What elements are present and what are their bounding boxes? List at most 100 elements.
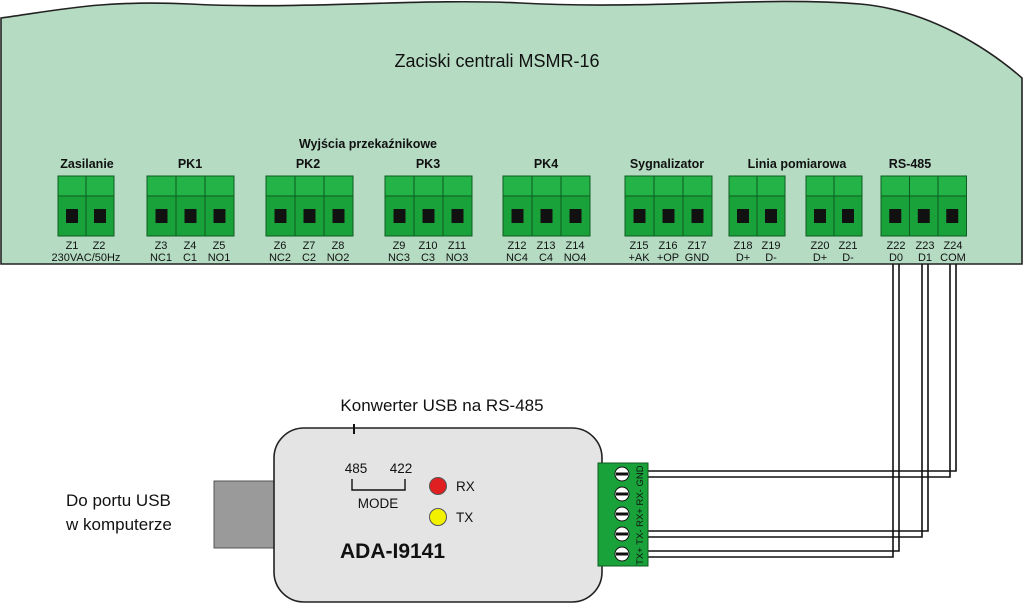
screw-hole-icon (184, 209, 197, 223)
terminal-slot-top (682, 175, 713, 197)
terminal-sig-nc2: NC2 (269, 252, 291, 264)
terminal-num-z6: Z6 (274, 240, 287, 252)
rs485-wires (648, 264, 957, 558)
terminal-slot-top (756, 175, 786, 197)
screw-hole-icon (814, 209, 826, 223)
terminal-labels: Z1 Z2 230VAC/50Hz Z3 Z4 Z5 NC1 C1 NO1 Z6… (52, 240, 966, 264)
screw-hole-icon (917, 209, 930, 223)
converter-caption: Konwerter USB na RS-485 (340, 396, 543, 415)
screw-hole-icon (569, 209, 582, 223)
screw-hole-icon (422, 209, 435, 223)
terminal-slot-top (624, 175, 655, 197)
terminal-block-sygnalizator (624, 175, 713, 237)
terminal-sig-c4: C4 (539, 252, 553, 264)
screw-hole-icon (633, 209, 646, 223)
terminal-num-z16: Z16 (659, 240, 678, 252)
terminal-sig-c2: C2 (302, 252, 316, 264)
mode-switch: 485 422 MODE (345, 461, 413, 511)
screw-hole-icon (662, 209, 675, 223)
terminal-slot-top (653, 175, 684, 197)
terminal-sig-no1: NO1 (208, 252, 231, 264)
terminal-sig-d-plus-b: D+ (813, 252, 827, 264)
group-label-pk4: PK4 (534, 157, 558, 171)
terminal-num-z21: Z21 (839, 240, 858, 252)
terminal-num-z18: Z18 (734, 240, 753, 252)
terminal-num-z3: Z3 (155, 240, 168, 252)
screw-hole-icon (540, 209, 553, 223)
terminal-sig-no2: NO2 (327, 252, 350, 264)
screw-hole-icon (946, 209, 959, 223)
panel-title: Zaciski centrali MSMR-16 (394, 51, 599, 71)
terminal-block-pk3 (384, 175, 473, 237)
converter-terminal-block: TX+ TX- RX+ RX- GND (597, 462, 649, 567)
terminal-num-z7: Z7 (303, 240, 316, 252)
terminal-sig-d1: D1 (918, 252, 932, 264)
terminal-sig-com: COM (940, 252, 966, 264)
terminal-sig-d0: D0 (889, 252, 903, 264)
terminal-sig-d-minus-b: D- (842, 252, 854, 264)
wire-com (648, 264, 951, 478)
rx-label: RX (456, 479, 475, 494)
terminal-num-z19: Z19 (762, 240, 781, 252)
tx-led-icon (429, 508, 447, 526)
terminal-slot-top (294, 175, 325, 197)
screw-hole-icon (274, 209, 287, 223)
terminal-blocks (57, 175, 967, 237)
screw-hole-icon (332, 209, 345, 223)
terminal-sig-d-minus-a: D- (765, 252, 777, 264)
terminal-num-z9: Z9 (393, 240, 406, 252)
terminal-sig-nc1: NC1 (150, 252, 172, 264)
terminal-slot-top (805, 175, 835, 197)
terminal-num-z2: Z2 (93, 240, 106, 252)
terminal-block-pk4 (502, 175, 591, 237)
terminal-sig-c1: C1 (183, 252, 197, 264)
group-label-sygnalizator: Sygnalizator (630, 157, 704, 171)
screw-hole-icon (213, 209, 226, 223)
screw-hole-icon (842, 209, 854, 223)
terminal-num-z20: Z20 (811, 240, 830, 252)
terminal-slot-top (204, 175, 235, 197)
terminal-num-z23: Z23 (916, 240, 935, 252)
terminal-block-pk2 (265, 175, 354, 237)
terminal-slot-top (560, 175, 591, 197)
wire-d0 (648, 264, 894, 558)
terminal-slot-top (531, 175, 562, 197)
terminal-num-z22: Z22 (887, 240, 906, 252)
terminal-sig-d-plus-a: D+ (736, 252, 750, 264)
terminal-num-z15: Z15 (630, 240, 649, 252)
tx-label: TX (456, 510, 473, 525)
screw-hole-icon (303, 209, 316, 223)
group-label-rs485: RS-485 (889, 157, 931, 171)
wire-d0-b (648, 264, 900, 552)
terminal-sig-no3: NO3 (446, 252, 469, 264)
terminal-slot-top (413, 175, 444, 197)
terminal-slot-top (85, 175, 115, 197)
terminal-num-z11: Z11 (448, 240, 466, 252)
terminal-slot-top (384, 175, 415, 197)
terminal-num-z12: Z12 (508, 240, 527, 252)
terminal-slot-top (937, 175, 967, 197)
usb-label-line1: Do portu USB (66, 491, 171, 510)
terminal-block-linia-a (728, 175, 786, 237)
group-label-zasilanie: Zasilanie (60, 157, 114, 171)
mode-label: MODE (358, 496, 399, 511)
terminal-block-linia-b (805, 175, 863, 237)
terminal-sig-no4: NO4 (564, 252, 587, 264)
terminal-slot-top (146, 175, 177, 197)
rx-led-icon (429, 477, 447, 495)
screw-hole-icon (765, 209, 777, 223)
terminal-num-z5: Z5 (213, 240, 226, 252)
terminal-slot-top (502, 175, 533, 197)
terminal-slot-top (880, 175, 910, 197)
terminal-sig-op: +OP (657, 252, 679, 264)
screw-hole-icon (691, 209, 704, 223)
wire-d1 (648, 264, 923, 538)
group-label-linia-pomiarowa: Linia pomiarowa (748, 157, 848, 171)
terminal-num-z1: Z1 (66, 240, 79, 252)
terminal-slot-top (323, 175, 354, 197)
mode-422-label: 422 (390, 461, 413, 476)
terminal-slot-top (442, 175, 473, 197)
converter-terminal-labels: TX+ TX- RX+ RX- GND (635, 465, 646, 565)
wire-com-b (648, 264, 957, 472)
group-label-pk1: PK1 (178, 157, 202, 171)
